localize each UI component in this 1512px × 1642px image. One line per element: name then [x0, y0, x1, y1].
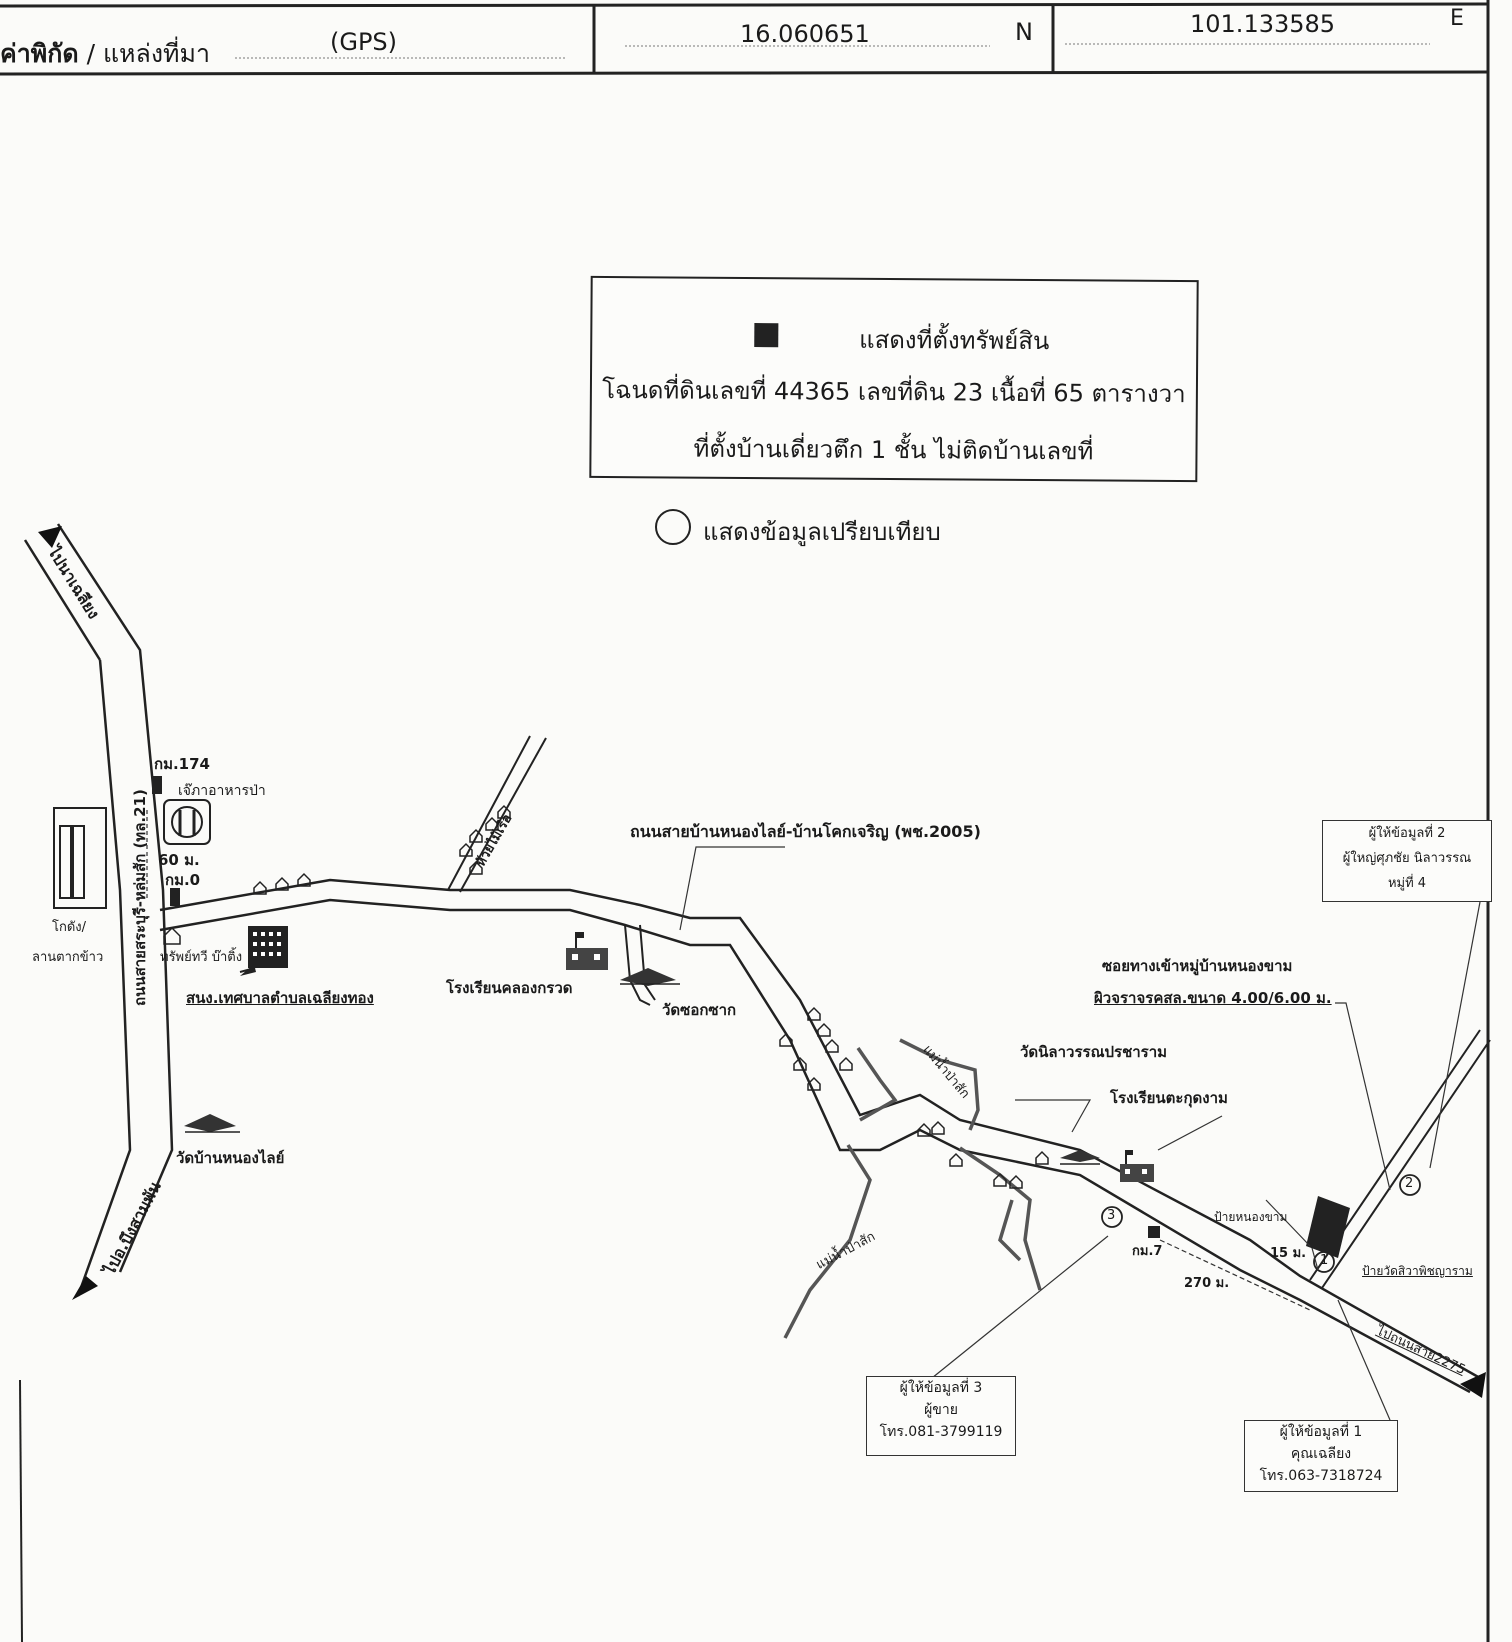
legend-box: แสดงที่ตั้งทรัพย์สิน โฉนดที่ดินเลขที่ 44…: [589, 275, 1199, 483]
south-arrow-highway: [72, 1276, 98, 1300]
shop-label: ทรัพย์ทวี บ๊าติ้ง: [160, 950, 243, 965]
informant-2-village: หมู่ที่ 4: [1387, 876, 1427, 891]
comparison-circle: [1101, 1174, 1421, 1273]
km7-label: กม.7: [1132, 1244, 1163, 1259]
temple-nong-lai-label: วัดบ้านหนองไลย์: [176, 1149, 285, 1167]
huai-mai-ruea-road: [447, 735, 547, 893]
longitude-value: 101.133585: [1190, 10, 1336, 38]
subject-property-marker: [1306, 1196, 1350, 1258]
school-icon-takud-ngam: [1120, 1150, 1154, 1182]
comparison-3-number: 3: [1107, 1208, 1116, 1223]
nong-kham-sign-label: ป้ายหนองขาม: [1214, 1210, 1288, 1224]
informant-3-phone: โทร.081-3799119: [879, 1424, 1003, 1440]
informant-1-phone: โทร.063-7318724: [1259, 1468, 1383, 1484]
distance-270-label: 270 ม.: [1184, 1276, 1230, 1291]
north-arrow-highway: [38, 526, 62, 548]
km0-label: กม.0: [165, 871, 201, 889]
comparison-2-number: 2: [1405, 1176, 1414, 1191]
latitude-unit: N: [1015, 18, 1033, 46]
km-post-icon: [152, 776, 1160, 1238]
restaurant-label: เจ๊ภาอาหารป่า: [178, 783, 266, 799]
informant-3-name: ผู้ขาย: [924, 1402, 958, 1418]
rice-yard-label: ลานตากข้าว: [32, 950, 104, 965]
temple-sok-sak-label: วัดซอกซาก: [662, 1001, 737, 1019]
coordinate-header: ค่าพิกัด / แหล่งที่มา (GPS) 16.060651 N …: [0, 0, 1490, 76]
latitude-value: 16.060651: [740, 20, 870, 48]
km174-label: กม.174: [154, 755, 210, 773]
school-icon-klong-kruad: [566, 932, 608, 970]
informant-box-1: ผู้ให้ข้อมูลที่ 1 คุณเฉลียง โทร.063-7318…: [1244, 1420, 1398, 1492]
highway-21-road: [23, 523, 174, 1297]
leader-lines: [679, 846, 1481, 1421]
main-road: [159, 878, 1481, 1394]
informant-1-title: ผู้ให้ข้อมูลที่ 1: [1279, 1424, 1363, 1440]
warehouse-label: โกดัง/: [52, 920, 87, 935]
highway-21-label: ถนนสายสระบุรี-หล่มสัก (ทล.21): [131, 789, 149, 1006]
warehouse-icon: [53, 807, 107, 909]
restaurant-icon: [163, 799, 211, 845]
east-arrow-road: [1460, 1372, 1486, 1398]
house-icon: [163, 804, 1049, 1189]
distance-270: [1159, 1239, 1311, 1311]
longitude-unit: E: [1450, 6, 1464, 31]
informant-3-title: ผู้ให้ข้อมูลที่ 3: [899, 1380, 983, 1396]
soi-entrance-label: ซอยทางเข้าหมู่บ้านหนองขาม: [1102, 957, 1293, 975]
informant-1-name: คุณเฉลียง: [1290, 1446, 1352, 1462]
legend-deed-text: โฉนดที่ดินเลขที่ 44365 เลขที่ดิน 23 เนื้…: [602, 375, 1186, 409]
legend-property-text: แสดงที่ตั้งทรัพย์สิน: [859, 325, 1050, 356]
coordinate-label: ค่าพิกัด / แหล่งที่มา: [0, 39, 211, 68]
temple-sign-label: ป้ายวัดสิวาพิชญาราม: [1362, 1264, 1473, 1278]
legend-circle: [655, 509, 691, 545]
informant-box-2: ผู้ให้ข้อมูลที่ 2 ผู้ใหญ่ศุภชัย นิลาวรรณ…: [1322, 820, 1492, 902]
header-frame: [0, 0, 1490, 76]
school-takud-ngam-label: โรงเรียนตะกุดงาม: [1110, 1089, 1228, 1107]
main-road-label: ถนนสายบ้านหนองไลย์-บ้านโคกเจริญ (พช.2005…: [630, 822, 981, 841]
soi-surface-label: ผิวจราจรคสล.ขนาด 4.00/6.00 ม.: [1094, 989, 1332, 1007]
gps-source: (GPS): [330, 28, 398, 56]
temple-nilawan-label: วัดนิลาวรรณปรชาราม: [1020, 1043, 1168, 1061]
school-klong-kruad-label: โรงเรียนคลองกรวด: [446, 979, 573, 997]
legend-comparison-text: แสดงข้อมูลเปรียบเทียบ: [703, 518, 941, 546]
informant-2-title: ผู้ให้ข้อมูลที่ 2: [1368, 826, 1446, 841]
stream-lines: [783, 1038, 1042, 1339]
distance-15-label: 15 ม.: [1270, 1246, 1307, 1261]
informant-2-name: ผู้ใหญ่ศุภชัย นิลาวรรณ: [1342, 851, 1472, 866]
municipality-label: สนง.เทศบาลตำบลเฉลียงทอง: [186, 989, 374, 1007]
legend-building-text: ที่ตั้งบ้านเดี่ยวตึก 1 ชั้น ไม่ติดบ้านเล…: [693, 434, 1094, 466]
distance-60-label: 60 ม.: [158, 851, 200, 869]
informant-box-3: ผู้ให้ข้อมูลที่ 3 ผู้ขาย โทร.081-3799119: [866, 1376, 1016, 1456]
temple-icon: [184, 968, 1100, 1162]
comparison-1-number: 1: [1320, 1253, 1329, 1268]
municipality-building-icon: [248, 926, 288, 968]
